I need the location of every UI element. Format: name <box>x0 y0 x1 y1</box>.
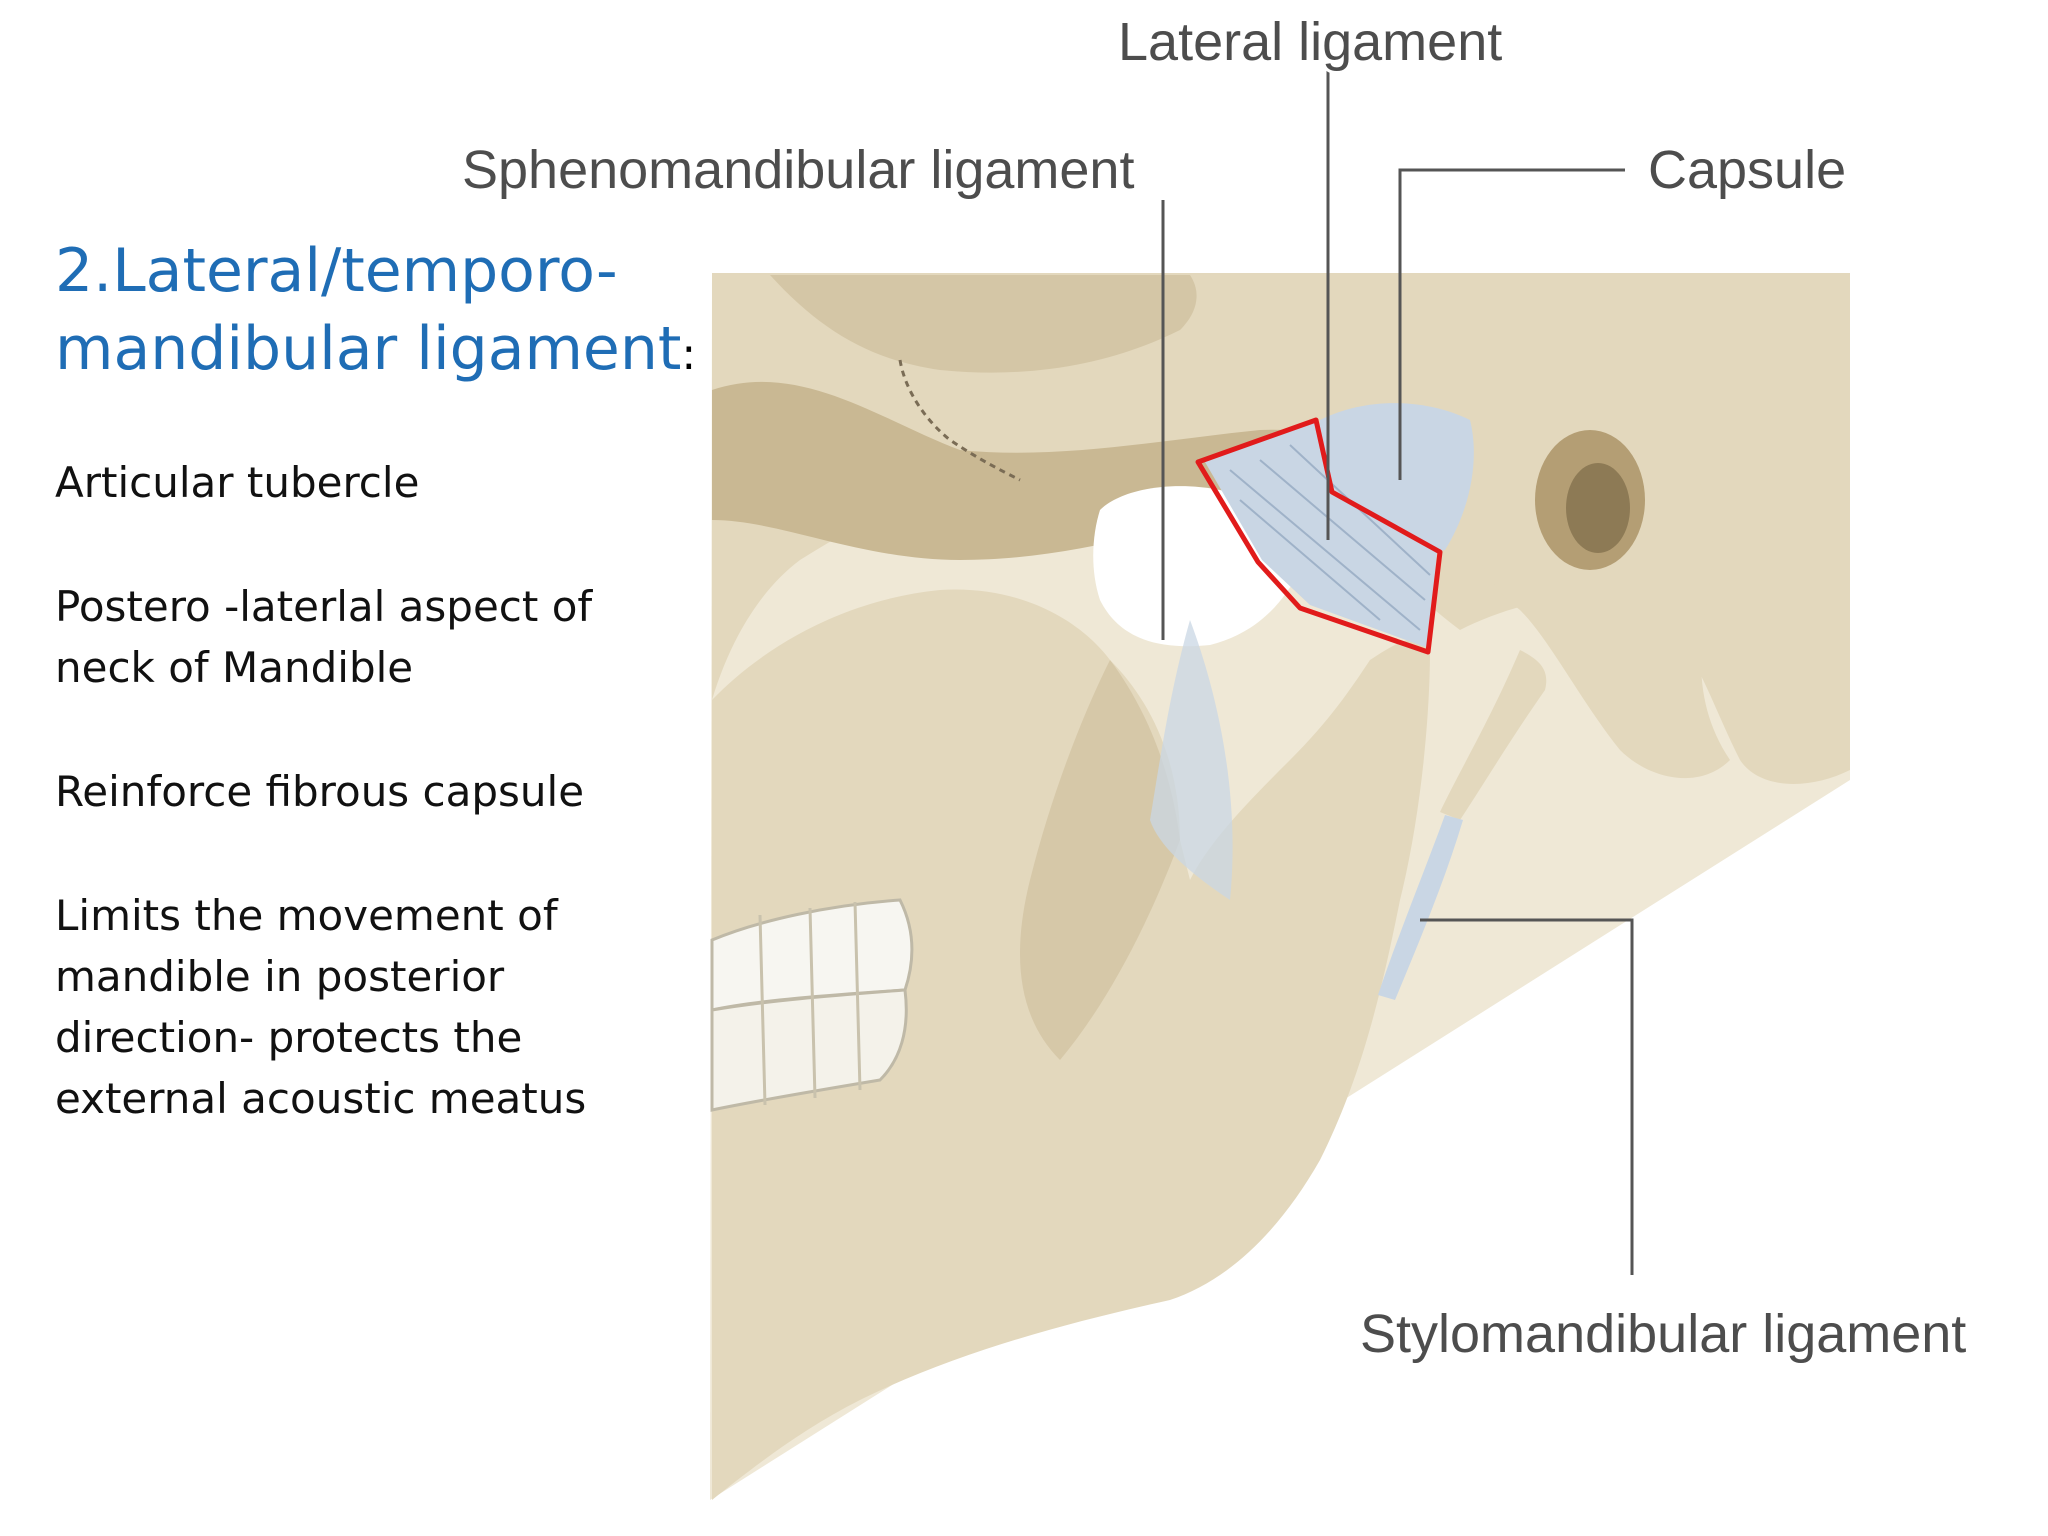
sphenomandibular-ligament <box>1150 620 1233 900</box>
ramus-shadow <box>1020 660 1180 1060</box>
label-capsule: Capsule <box>1648 140 1846 200</box>
temporal-fossa <box>770 275 1197 373</box>
point-line: direction- protects the <box>55 1013 523 1062</box>
title-line-2: mandibular ligament <box>55 314 682 384</box>
skull-bone <box>712 273 1850 784</box>
ligament-fibres <box>1229 444 1431 631</box>
point-line: mandible in posterior <box>55 952 505 1001</box>
label-lateral-ligament: Lateral ligament <box>1118 12 1502 72</box>
label-sphenomandibular-ligament: Sphenomandibular ligament <box>462 140 1134 200</box>
mastoid-region <box>1467 413 1730 779</box>
leader-stylo <box>1420 918 1634 1275</box>
lateral-ligament <box>1205 420 1437 648</box>
point-function-capsule: Reinforce fibrous capsule <box>55 761 584 822</box>
title-colon: : <box>681 329 697 380</box>
title-line-1: 2.Lateral/temporo- <box>55 236 618 306</box>
point-line: neck of Mandible <box>55 643 414 692</box>
point-line: Articular tubercle <box>55 458 420 507</box>
point-function-movement: Limits the movement of mandible in poste… <box>55 885 586 1129</box>
point-line: external acoustic meatus <box>55 1074 587 1123</box>
stylomandibular-ligament <box>1378 815 1463 1000</box>
suture-line <box>898 359 1021 482</box>
leader-capsule <box>1398 168 1625 480</box>
point-origin: Articular tubercle <box>55 452 419 513</box>
point-insertion: Postero -laterlal aspect of neck of Mand… <box>55 576 592 698</box>
lateral-ligament-highlight <box>1195 417 1443 655</box>
label-stylomandibular-ligament: Stylomandibular ligament <box>1360 1304 1966 1364</box>
teeth <box>710 898 914 1112</box>
styloid-process <box>1440 650 1547 820</box>
point-line: Postero -laterlal aspect of <box>55 582 593 631</box>
point-line: Reinforce fibrous capsule <box>55 767 585 816</box>
point-line: Limits the movement of <box>55 891 558 940</box>
meatus-inner <box>1566 463 1630 553</box>
slide-title: 2.Lateral/temporo- mandibular ligament: <box>55 232 696 394</box>
zygomatic-arch <box>712 381 1450 560</box>
tooth-lines <box>758 901 862 1106</box>
